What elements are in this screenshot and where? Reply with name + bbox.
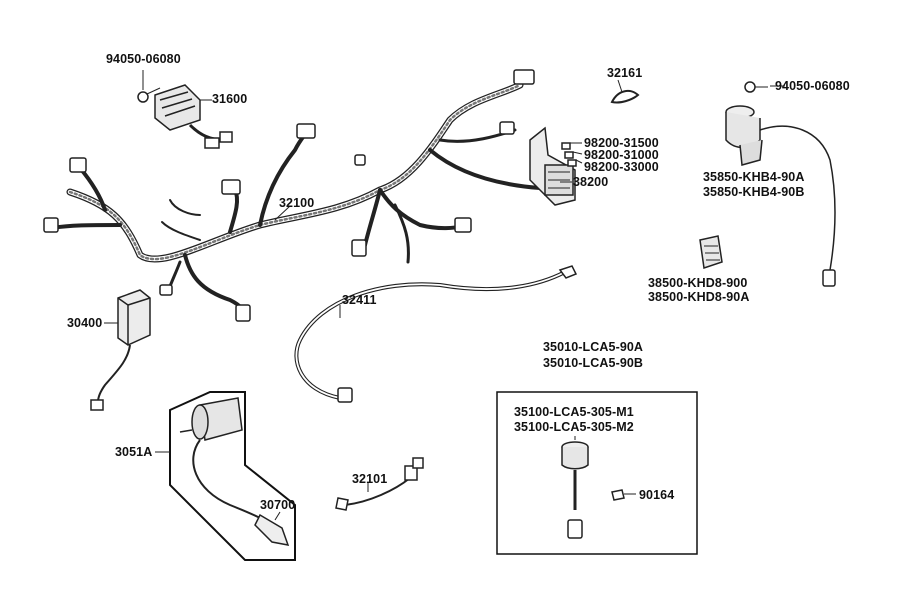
label-35850-KHB4-90A: 35850-KHB4-90A xyxy=(703,170,805,184)
label-94050-06080-left: 94050-06080 xyxy=(106,52,181,66)
fuse-box-38200 xyxy=(529,126,577,206)
label-35100-LCA5-305-M2: 35100-LCA5-305-M2 xyxy=(514,420,634,434)
label-30400: 30400 xyxy=(67,316,103,330)
ignition-switch-35850 xyxy=(725,81,836,287)
label-35850-KHB4-90B: 35850-KHB4-90B xyxy=(703,185,805,199)
label-32411: 32411 xyxy=(342,293,377,307)
leader-lines xyxy=(104,70,785,521)
harness-connectors xyxy=(43,69,535,322)
label-35100-LCA5-305-M1: 35100-LCA5-305-M1 xyxy=(514,405,634,419)
label-38500-KHD8-900: 38500-KHD8-900 xyxy=(648,276,748,290)
coil-group-3051A xyxy=(169,391,296,561)
label-98200-33000: 98200-33000 xyxy=(584,160,659,174)
connector-38500 xyxy=(699,235,723,269)
label-94050-06080-right: 94050-06080 xyxy=(775,79,850,93)
label-98200-31500: 98200-31500 xyxy=(584,136,659,150)
label-32100: 32100 xyxy=(279,196,315,210)
label-35010-LCA5-90B: 35010-LCA5-90B xyxy=(543,356,644,370)
label-32101: 32101 xyxy=(352,472,388,486)
label-32161: 32161 xyxy=(607,66,643,80)
label-3051A: 3051A xyxy=(115,445,153,459)
band-32161 xyxy=(610,89,640,104)
cdi-unit-30400 xyxy=(90,289,151,411)
cable-32411 xyxy=(294,265,578,403)
label-35010-LCA5-90A: 35010-LCA5-90A xyxy=(543,340,644,354)
label-30700: 30700 xyxy=(260,498,296,512)
label-38200: 38200 xyxy=(573,175,609,189)
label-31600: 31600 xyxy=(212,92,248,106)
label-90164: 90164 xyxy=(639,488,675,502)
switch-assembly-box xyxy=(496,391,698,555)
cable-32101 xyxy=(335,457,424,511)
label-38500-KHD8-90A: 38500-KHD8-90A xyxy=(648,290,750,304)
regulator-31600 xyxy=(137,84,233,149)
label-98200-31000: 98200-31000 xyxy=(584,148,659,162)
